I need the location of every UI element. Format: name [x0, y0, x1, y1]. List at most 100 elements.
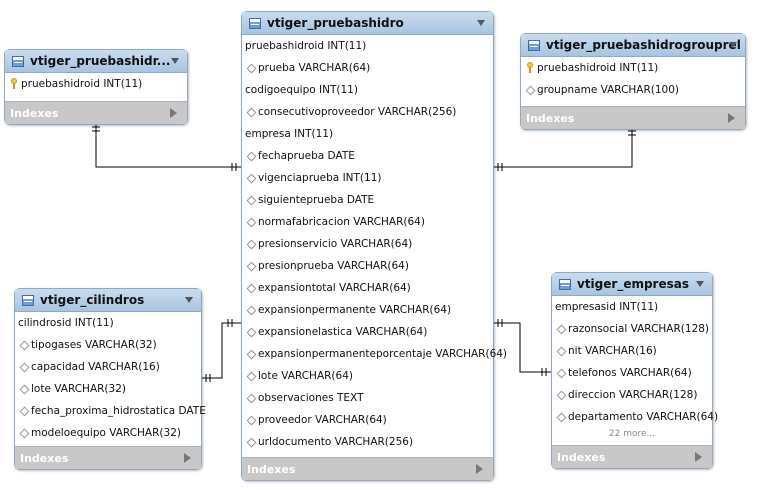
- table-icon: [249, 17, 261, 29]
- field-row[interactable]: observaciones TEXT: [242, 387, 493, 409]
- field-label: expansionpermanente VARCHAR(64): [258, 304, 452, 316]
- relation-line-empresas: [493, 322, 552, 373]
- collapse-arrow-icon[interactable]: [477, 20, 485, 26]
- field-list: empresasid INT(11) razonsocial VARCHAR(12…: [552, 296, 718, 428]
- expand-arrow-icon[interactable]: [695, 452, 702, 462]
- field-label: expansionelastica VARCHAR(64): [258, 326, 428, 338]
- table-icon: [528, 39, 540, 51]
- field-row[interactable]: empresasid INT(11): [552, 296, 712, 318]
- field-label: groupname VARCHAR(100): [537, 84, 680, 96]
- indexes-section[interactable]: Indexes: [242, 457, 493, 480]
- field-row[interactable]: presionprueba VARCHAR(64): [242, 255, 493, 277]
- field-row[interactable]: telefonos VARCHAR(64): [552, 362, 712, 384]
- table-icon: [559, 278, 571, 290]
- field-label: observaciones TEXT: [258, 392, 364, 404]
- field-row[interactable]: fechaprueba DATE: [242, 145, 493, 167]
- field-row[interactable]: consecutivoproveedor VARCHAR(256): [242, 101, 493, 123]
- field-label: telefonos VARCHAR(64): [568, 367, 692, 379]
- collapse-arrow-icon[interactable]: [185, 297, 193, 303]
- field-label: vigenciaprueba INT(11): [258, 172, 382, 184]
- table-title: vtiger_pruebashidr...: [30, 54, 171, 68]
- indexes-section[interactable]: Indexes: [552, 445, 712, 468]
- field-row[interactable]: presionservicio VARCHAR(64): [242, 233, 493, 255]
- primary-key-icon: [527, 62, 533, 73]
- field-label: capacidad VARCHAR(16): [31, 361, 160, 373]
- table-vtiger-pruebashidrogrouprel[interactable]: vtiger_pruebashidrogrouprel pruebashidro…: [520, 33, 746, 130]
- field-row[interactable]: modeloequipo VARCHAR(32): [15, 422, 201, 444]
- collapse-arrow-icon[interactable]: [696, 281, 704, 287]
- indexes-section[interactable]: Indexes: [521, 106, 745, 129]
- field-label: empresasid INT(11): [555, 301, 659, 313]
- indexes-label: Indexes: [20, 451, 69, 465]
- field-row[interactable]: lote VARCHAR(64): [242, 365, 493, 387]
- field-label: lote VARCHAR(32): [31, 383, 126, 395]
- field-row[interactable]: normafabricacion VARCHAR(64): [242, 211, 493, 233]
- field-list: pruebashidroid INT(11)prueba VARCHAR(64)…: [242, 35, 507, 453]
- indexes-label: Indexes: [247, 462, 296, 476]
- table-header[interactable]: vtiger_pruebashidro: [242, 12, 493, 35]
- field-row[interactable]: urldocumento VARCHAR(256): [242, 431, 493, 453]
- table-title: vtiger_cilindros: [40, 293, 145, 307]
- field-row[interactable]: siguienteprueba DATE: [242, 189, 493, 211]
- indexes-section[interactable]: Indexes: [5, 101, 187, 124]
- expand-arrow-icon[interactable]: [728, 113, 735, 123]
- field-row[interactable]: empresa INT(11): [242, 123, 493, 145]
- indexes-label: Indexes: [10, 106, 59, 120]
- expand-arrow-icon[interactable]: [476, 464, 483, 474]
- table-icon: [22, 294, 34, 306]
- field-row[interactable]: capacidad VARCHAR(16): [15, 356, 201, 378]
- table-header[interactable]: vtiger_pruebashidr...: [5, 50, 187, 73]
- expand-arrow-icon[interactable]: [184, 453, 191, 463]
- field-row[interactable]: expansionpermanenteporcentaje VARCHAR(64…: [242, 343, 507, 365]
- field-row[interactable]: prueba VARCHAR(64): [242, 57, 493, 79]
- table-header[interactable]: vtiger_cilindros: [15, 289, 201, 312]
- field-label: expansionpermanenteporcentaje VARCHAR(64…: [258, 348, 508, 360]
- field-label: codigoequipo INT(11): [245, 84, 358, 96]
- field-row[interactable]: razonsocial VARCHAR(128): [552, 318, 712, 340]
- field-list: cilindrosid INT(11) tipogases VARCHAR(32)…: [15, 312, 206, 444]
- collapse-arrow-icon[interactable]: [729, 42, 737, 48]
- table-vtiger-pruebashidro[interactable]: vtiger_pruebashidro pruebashidroid INT(1…: [241, 11, 507, 481]
- field-label: siguienteprueba DATE: [258, 194, 375, 206]
- field-row[interactable]: lote VARCHAR(32): [15, 378, 201, 400]
- field-row[interactable]: codigoequipo INT(11): [242, 79, 493, 101]
- field-row[interactable]: groupname VARCHAR(100): [521, 79, 745, 101]
- field-label: cilindrosid INT(11): [18, 317, 114, 329]
- expand-arrow-icon[interactable]: [170, 108, 177, 118]
- field-label: proveedor VARCHAR(64): [258, 414, 387, 426]
- field-label: expansiontotal VARCHAR(64): [258, 282, 411, 294]
- field-row[interactable]: fecha_proxima_hidrostatica DATE: [15, 400, 206, 422]
- field-label: pruebashidroid INT(11): [537, 62, 659, 74]
- relation-line-grouprel: [493, 128, 633, 168]
- field-row[interactable]: expansionpermanente VARCHAR(64): [242, 299, 493, 321]
- indexes-section[interactable]: Indexes: [15, 446, 201, 469]
- field-row[interactable]: nit VARCHAR(16): [552, 340, 712, 362]
- field-list: pruebashidroid INT(11): [5, 73, 187, 95]
- field-row[interactable]: expansiontotal VARCHAR(64): [242, 277, 493, 299]
- field-row[interactable]: expansionelastica VARCHAR(64): [242, 321, 493, 343]
- table-vtiger-pruebashidrocf[interactable]: vtiger_pruebashidr... pruebashidroid INT…: [4, 49, 188, 125]
- field-row[interactable]: direccion VARCHAR(128): [552, 384, 712, 406]
- primary-key-field-row[interactable]: pruebashidroid INT(11): [5, 73, 187, 95]
- table-title: vtiger_pruebashidro: [267, 16, 404, 30]
- field-row[interactable]: cilindrosid INT(11): [15, 312, 201, 334]
- primary-key-icon: [11, 78, 17, 89]
- field-row[interactable]: departamento VARCHAR(64): [552, 406, 718, 428]
- field-row[interactable]: proveedor VARCHAR(64): [242, 409, 493, 431]
- field-label: consecutivoproveedor VARCHAR(256): [258, 106, 457, 118]
- field-row[interactable]: pruebashidroid INT(11): [242, 35, 493, 57]
- table-header[interactable]: vtiger_pruebashidrogrouprel: [521, 34, 745, 57]
- primary-key-field-row[interactable]: pruebashidroid INT(11): [521, 57, 745, 79]
- collapse-arrow-icon[interactable]: [171, 58, 179, 64]
- field-label: presionprueba VARCHAR(64): [258, 260, 409, 272]
- more-fields-link[interactable]: 22 more...: [608, 429, 656, 439]
- field-list: pruebashidroid INT(11) groupname VARCHAR(…: [521, 57, 745, 101]
- table-title: vtiger_empresas: [577, 277, 689, 291]
- table-vtiger-empresas[interactable]: vtiger_empresas empresasid INT(11) razons…: [551, 272, 718, 469]
- table-title: vtiger_pruebashidrogrouprel: [546, 38, 741, 52]
- field-row[interactable]: vigenciaprueba INT(11): [242, 167, 493, 189]
- field-row[interactable]: tipogases VARCHAR(32): [15, 334, 201, 356]
- table-vtiger-cilindros[interactable]: vtiger_cilindros cilindrosid INT(11) tipo…: [14, 288, 206, 470]
- table-header[interactable]: vtiger_empresas: [552, 273, 712, 296]
